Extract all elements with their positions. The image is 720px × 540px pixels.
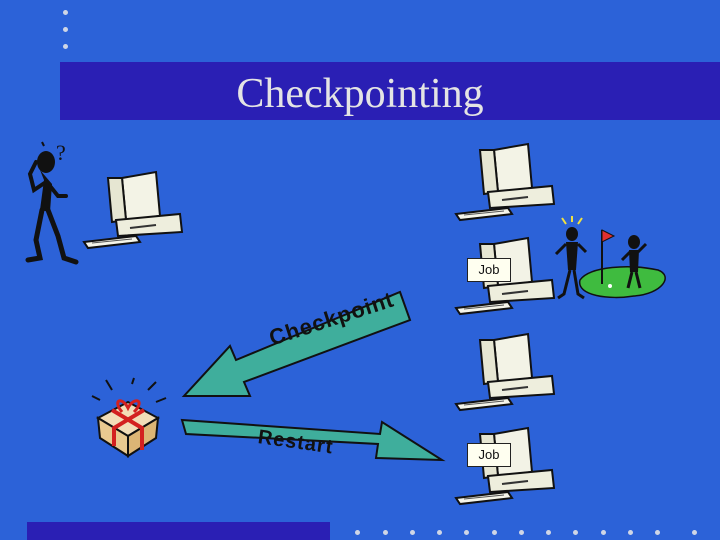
bullet-dot bbox=[546, 530, 551, 535]
bullet-dot bbox=[692, 530, 697, 535]
golfer-icon bbox=[554, 216, 666, 300]
footer-band bbox=[27, 522, 330, 540]
bullet-dot bbox=[63, 44, 68, 49]
bullet-dot bbox=[628, 530, 633, 535]
gift-box-icon bbox=[91, 377, 167, 458]
confused-person-icon bbox=[25, 141, 79, 265]
slide-title: Checkpointing bbox=[236, 71, 484, 117]
bullet-dot bbox=[383, 530, 388, 535]
bullet-dot bbox=[601, 530, 606, 535]
bullet-dot bbox=[437, 530, 442, 535]
job-label: Job bbox=[467, 443, 511, 467]
bullet-dot bbox=[410, 530, 415, 535]
bullet-dot bbox=[573, 530, 578, 535]
bullet-dot bbox=[464, 530, 469, 535]
bullet-dot bbox=[63, 27, 68, 32]
bullet-dot bbox=[355, 530, 360, 535]
bullet-dot bbox=[63, 10, 68, 15]
bullet-dot bbox=[492, 530, 497, 535]
golf-green-icon bbox=[579, 266, 666, 299]
job-label: Job bbox=[467, 258, 511, 282]
bullet-dot bbox=[655, 530, 660, 535]
title-band: Checkpointing bbox=[60, 62, 720, 120]
bullet-dot bbox=[519, 530, 524, 535]
question-mark: ? bbox=[56, 140, 67, 165]
